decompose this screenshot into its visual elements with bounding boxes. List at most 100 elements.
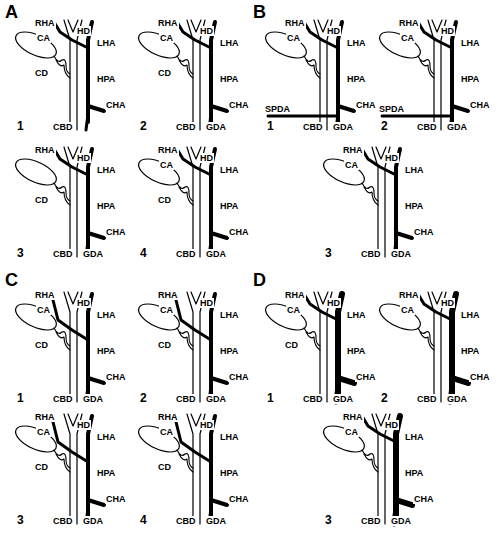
structure-label: CD — [157, 462, 172, 472]
gallbladder — [376, 27, 424, 64]
structure-label: CBD — [360, 249, 382, 259]
structure-label: HPA — [219, 74, 239, 84]
structure-label: RHA — [284, 18, 306, 28]
structure-label: LHA — [219, 432, 240, 442]
structure-label: HD — [326, 26, 341, 36]
structure-label: CBD — [302, 122, 324, 132]
structure-label: CBD — [175, 122, 197, 132]
structure-label: CHA — [469, 100, 491, 110]
structure-label: GDA — [205, 394, 227, 404]
structure-label: HPA — [219, 346, 239, 356]
anatomy-line — [177, 450, 193, 472]
structure-label: CA — [286, 305, 301, 315]
callout-number: 1 — [266, 120, 275, 133]
callout-number: 2 — [139, 120, 148, 133]
anatomy-line — [211, 106, 227, 111]
gallbladder — [320, 154, 368, 191]
structure-label: CBD — [416, 394, 438, 404]
panel-letter: D — [252, 270, 267, 290]
anatomy-line — [211, 233, 227, 238]
structure-label: CHA — [413, 227, 435, 237]
structure-label: HPA — [96, 201, 116, 211]
structure-label: SPDA — [378, 104, 405, 114]
structure-label: GDA — [446, 394, 468, 404]
structure-label: RHA — [157, 18, 179, 28]
structure-label: RHA — [34, 412, 56, 422]
gallbladder — [376, 299, 424, 336]
callout-number: 3 — [324, 247, 333, 260]
variant-figure — [320, 147, 412, 257]
structure-label: GDA — [205, 516, 227, 526]
structure-label: CBD — [52, 249, 74, 259]
structure-label: HD — [76, 153, 91, 163]
structure-label: LHA — [96, 310, 117, 320]
structure-label: RHA — [398, 290, 420, 300]
variant-figure — [320, 414, 412, 524]
structure-label: HPA — [404, 201, 424, 211]
structure-label: CBD — [302, 394, 324, 404]
anatomy-line — [268, 115, 338, 118]
callout-number: 3 — [324, 514, 333, 527]
anatomy-line — [304, 328, 320, 350]
structure-label: RHA — [34, 18, 56, 28]
anatomy-line — [54, 183, 70, 205]
structure-label: HD — [76, 420, 91, 430]
structure-label: RHA — [34, 290, 56, 300]
anatomy-line — [211, 378, 227, 383]
structure-label: LHA — [346, 38, 367, 48]
structure-label: CHA — [355, 100, 377, 110]
callout-number: 4 — [139, 247, 148, 260]
structure-label: HPA — [404, 468, 424, 478]
structure-label: HD — [440, 298, 455, 308]
structure-label: CA — [286, 33, 301, 43]
structure-label: RHA — [284, 290, 306, 300]
callout-number: 2 — [380, 120, 389, 133]
callout-number: 1 — [16, 392, 25, 405]
structure-label: HD — [199, 420, 214, 430]
structure-label: CA — [159, 33, 174, 43]
structure-label: HPA — [219, 468, 239, 478]
structure-label: CBD — [175, 516, 197, 526]
structure-label: CHA — [228, 227, 250, 237]
structure-label: LHA — [96, 38, 117, 48]
structure-label: CBD — [175, 249, 197, 259]
anatomy-line — [304, 56, 320, 78]
structure-label: CA — [159, 160, 174, 170]
structure-label: LHA — [346, 310, 367, 320]
anatomy-line — [362, 183, 378, 205]
structure-label: CHA — [413, 494, 435, 504]
structure-label: CBD — [360, 516, 382, 526]
structure-label: CHA — [228, 100, 250, 110]
structure-label: CA — [36, 427, 51, 437]
anatomy-line — [88, 233, 104, 238]
anatomy-line — [54, 450, 70, 472]
structure-label: CBD — [416, 122, 438, 132]
structure-label: HPA — [460, 346, 480, 356]
structure-label: GDA — [82, 249, 104, 259]
structure-label: CD — [34, 195, 49, 205]
structure-label: HD — [199, 298, 214, 308]
structure-label: RHA — [398, 18, 420, 28]
structure-label: CD — [34, 462, 49, 472]
callout-number: 2 — [380, 392, 389, 405]
structure-label: CHA — [469, 372, 491, 382]
structure-label: RHA — [342, 145, 364, 155]
structure-label: HD — [76, 298, 91, 308]
structure-label: CBD — [52, 394, 74, 404]
structure-label: HPA — [219, 201, 239, 211]
variant-figure — [135, 147, 227, 257]
structure-label: GDA — [390, 516, 412, 526]
anatomy-line — [418, 328, 434, 350]
variant-figure — [376, 292, 468, 402]
anatomy-line — [177, 56, 193, 78]
variant-figure — [376, 20, 468, 130]
anatomy-line — [54, 56, 70, 78]
anatomy-line — [382, 115, 452, 118]
variant-figure — [135, 414, 227, 524]
gallbladder — [320, 421, 368, 458]
anatomy-line — [211, 500, 227, 505]
callout-number: 4 — [139, 514, 148, 527]
structure-label: HPA — [96, 468, 116, 478]
structure-label: SPDA — [264, 104, 291, 114]
structure-label: HPA — [346, 346, 366, 356]
